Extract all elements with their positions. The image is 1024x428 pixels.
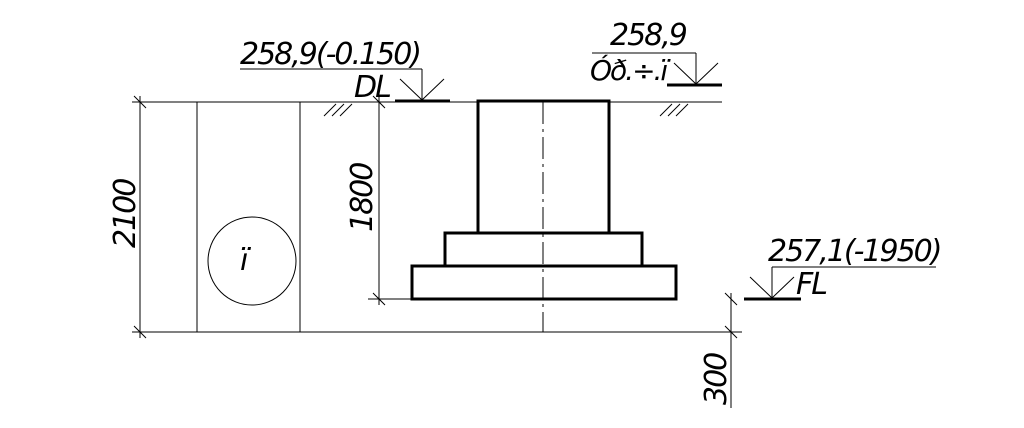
dimension-text-1800: 1800 <box>345 163 380 232</box>
pipe-label: ï <box>240 243 252 278</box>
level-marker-dl: 258,9(-0.150) DL <box>240 37 450 105</box>
pipe-circle <box>207 216 297 306</box>
dimension-1800: 1800 <box>345 95 412 306</box>
soil-hatch-right <box>659 103 689 117</box>
level-marker-natural: 258,9 Óð.÷.ï <box>590 18 722 87</box>
dimension-2100: 2100 <box>108 95 197 339</box>
level-label-natural: Óð.÷.ï <box>590 53 671 87</box>
level-value-natural: 258,9 <box>610 18 687 53</box>
foundation <box>410 99 678 332</box>
level-label-fl: FL <box>796 267 826 302</box>
dimension-text-300: 300 <box>699 353 734 405</box>
soil-hatch-left <box>323 103 353 117</box>
dimension-300: 300 <box>699 292 742 408</box>
level-marker-fl: 257,1(-1950) FL <box>744 234 942 302</box>
level-label-dl: DL <box>354 70 390 105</box>
level-value-dl: 258,9(-0.150) <box>240 37 420 72</box>
footing-step-lower <box>410 264 678 301</box>
level-value-fl: 257,1(-1950) <box>768 234 940 269</box>
dimension-text-2100: 2100 <box>108 179 143 248</box>
